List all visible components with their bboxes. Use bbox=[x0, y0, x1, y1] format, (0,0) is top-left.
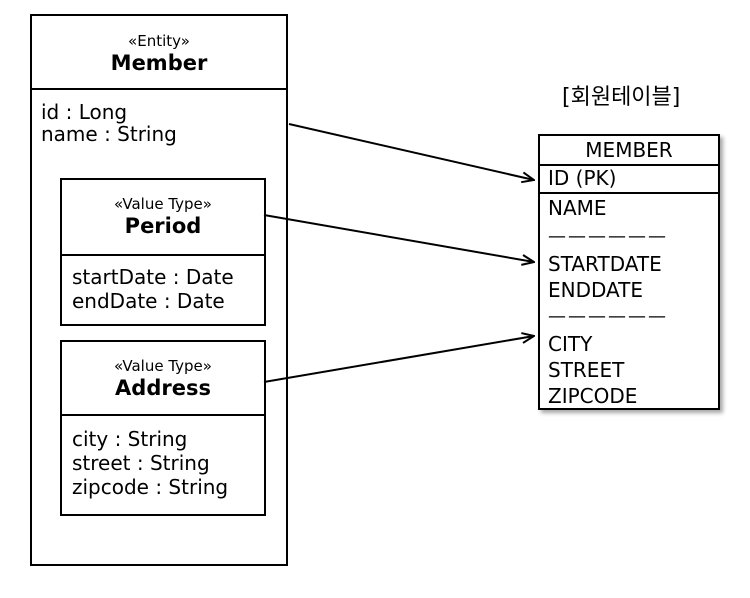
table-col-zipcode: ZIPCODE bbox=[548, 384, 638, 408]
address-header: «Value Type» Address bbox=[62, 342, 264, 416]
address-value-type-box: «Value Type» Address city : String stree… bbox=[60, 340, 266, 516]
member-table-name: MEMBER bbox=[585, 138, 673, 162]
member-table: MEMBER ID (PK) NAME —————— STARTDATE END… bbox=[538, 134, 720, 410]
address-attr-city: city : String bbox=[72, 427, 188, 451]
table-col-name: NAME bbox=[548, 196, 607, 220]
table-col-pk: ID (PK) bbox=[548, 166, 617, 190]
table-pk-divider bbox=[540, 192, 718, 194]
period-name: Period bbox=[124, 214, 202, 238]
address-attr-zipcode: zipcode : String bbox=[72, 475, 229, 499]
period-attr-enddate: endDate : Date bbox=[72, 289, 225, 313]
member-attr-id: id : Long bbox=[41, 100, 128, 124]
member-stereotype: «Entity» bbox=[128, 32, 190, 50]
table-col-city: CITY bbox=[548, 332, 593, 356]
arrow-member-to-id bbox=[288, 123, 534, 180]
period-attr-startdate: startDate : Date bbox=[72, 265, 234, 289]
address-attr-street: street : String bbox=[72, 451, 210, 475]
table-separator-1: —————— bbox=[548, 226, 668, 247]
table-col-enddate: ENDDATE bbox=[548, 278, 644, 302]
period-header: «Value Type» Period bbox=[62, 180, 264, 256]
table-caption: [회원테이블] bbox=[562, 85, 681, 110]
address-stereotype: «Value Type» bbox=[114, 357, 212, 375]
table-separator-2: —————— bbox=[548, 306, 668, 327]
member-entity-name: Member bbox=[110, 51, 208, 75]
table-col-street: STREET bbox=[548, 358, 625, 382]
member-attr-name: name : String bbox=[41, 122, 177, 146]
arrow-address-to-city bbox=[263, 336, 534, 383]
table-header-divider bbox=[540, 164, 718, 166]
address-name: Address bbox=[115, 376, 211, 400]
member-entity-header: «Entity» Member bbox=[32, 16, 286, 90]
period-stereotype: «Value Type» bbox=[114, 195, 212, 213]
table-col-startdate: STARTDATE bbox=[548, 252, 662, 276]
arrow-period-to-startdate bbox=[263, 214, 534, 262]
period-value-type-box: «Value Type» Period startDate : Date end… bbox=[60, 178, 266, 326]
